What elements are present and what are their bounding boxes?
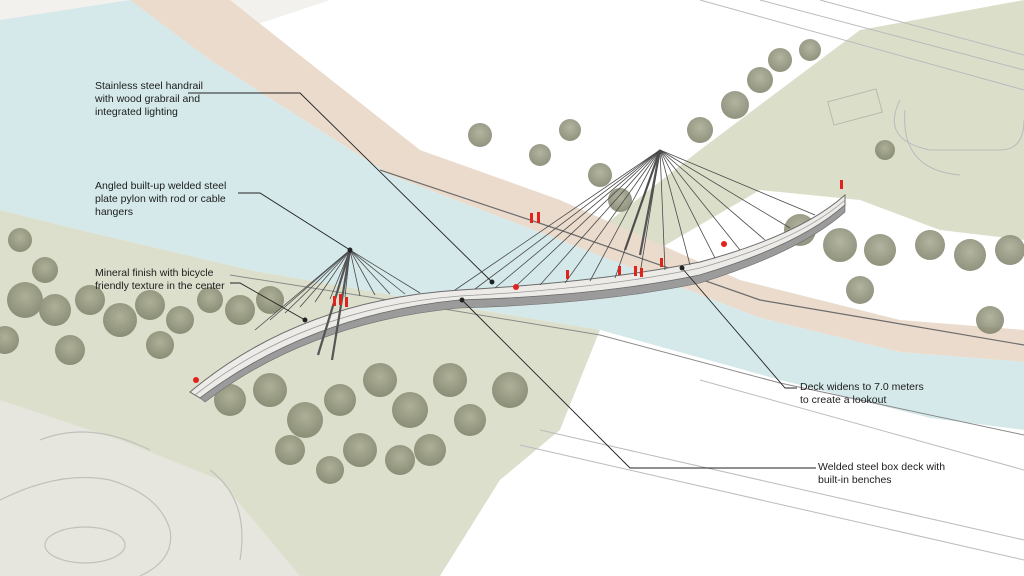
- background-lower-right: [440, 330, 1024, 576]
- leader-deck-dot: [459, 297, 465, 303]
- leader-lookout-dot: [679, 265, 685, 271]
- upper-bank-path: [130, 0, 1024, 362]
- cables-left-pylon: [254, 249, 421, 331]
- leader-handrail-dot: [489, 279, 495, 285]
- leader-pylon-dot: [347, 247, 353, 253]
- leader-finish-dot: [302, 317, 308, 323]
- leader-finish: [230, 282, 306, 321]
- leader-pylon: [238, 192, 351, 251]
- park-lower-left: [0, 400, 300, 576]
- leader-lookout: [681, 267, 797, 389]
- leader-lines: [188, 92, 816, 469]
- upper-park-plaza: [827, 88, 883, 126]
- annotation-pylon: Angled built-up welded steel plate pylon…: [95, 180, 227, 218]
- bridge-deck: [189, 193, 846, 403]
- annotation-finish: Mineral finish with bicycle friendly tex…: [95, 267, 225, 292]
- annotation-deck: Welded steel box deck with built-in benc…: [818, 461, 946, 486]
- leader-handrail: [188, 92, 493, 283]
- roads-lower-right: [519, 379, 1024, 561]
- roads-upper-right: [699, 0, 1024, 176]
- leader-deck: [461, 299, 816, 469]
- annotation-handrail: Stainless steel handrail with wood grabr…: [95, 80, 203, 118]
- river: [0, 0, 1024, 430]
- annotation-lookout: Deck widens to 7.0 meters to create a lo…: [800, 381, 924, 406]
- people: [193, 180, 843, 383]
- cables-right-pylon: [454, 149, 816, 291]
- lower-bank-railing: [229, 274, 1024, 436]
- park-paths: [0, 431, 243, 576]
- trees: [0, 39, 1024, 484]
- grass-area-upper-right: [560, 0, 1024, 260]
